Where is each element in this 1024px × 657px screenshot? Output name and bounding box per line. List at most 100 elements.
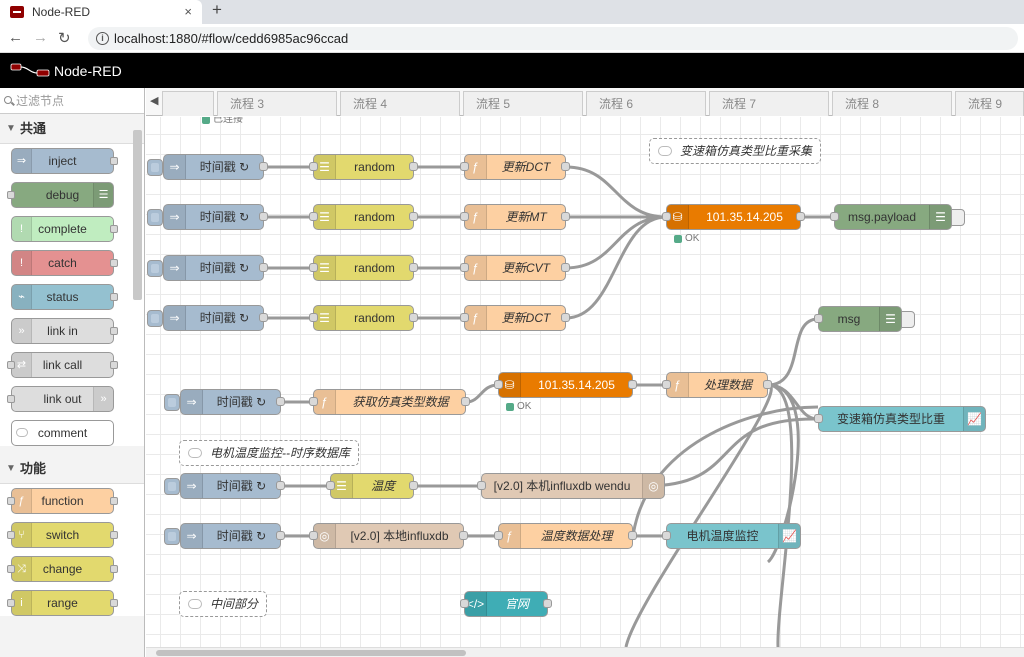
output-port[interactable] <box>276 481 285 490</box>
url-input[interactable]: i localhost:1880/#flow/cedd6985ac96ccad <box>88 27 1018 50</box>
output-port[interactable] <box>409 481 418 490</box>
output-port[interactable] <box>110 157 118 165</box>
new-tab-icon[interactable]: + <box>212 0 222 19</box>
input-port[interactable] <box>7 395 15 403</box>
comment-node[interactable]: 中间部分 <box>179 591 268 617</box>
input-port[interactable] <box>7 599 15 607</box>
ui-node-ui1[interactable]: 📈变速箱仿真类型比重 <box>814 406 986 432</box>
normal-node-db2[interactable]: ⛁101.35.14.205 <box>494 372 637 398</box>
back-icon[interactable]: ← <box>8 29 23 46</box>
tab-flow-4[interactable]: 流程 4 <box>340 91 460 116</box>
output-port[interactable] <box>259 212 268 221</box>
input-port[interactable] <box>460 313 469 322</box>
output-port[interactable] <box>628 380 637 389</box>
tab-flow-6[interactable]: 流程 6 <box>586 91 706 116</box>
input-port[interactable] <box>309 531 318 540</box>
reload-icon[interactable]: ↻ <box>58 30 71 47</box>
output-port[interactable] <box>561 313 570 322</box>
inject-trigger-button[interactable] <box>164 394 180 411</box>
output-port[interactable] <box>543 599 552 608</box>
normal-node-tpl1[interactable]: </>官网 <box>460 591 552 617</box>
normal-node-rnd3[interactable]: ☰random <box>309 255 418 281</box>
output-port[interactable] <box>628 531 637 540</box>
normal-node-rnd2[interactable]: ☰random <box>309 204 418 230</box>
inject-trigger-button[interactable] <box>147 159 163 176</box>
inject-node-inj5[interactable]: ⇒时间戳 ↻ <box>164 389 285 415</box>
input-port[interactable] <box>814 414 823 423</box>
workspace-hscrollbar[interactable] <box>146 647 1024 657</box>
output-port[interactable] <box>561 263 570 272</box>
input-port[interactable] <box>460 599 469 608</box>
inject-trigger-button[interactable] <box>147 209 163 226</box>
output-port[interactable] <box>796 212 805 221</box>
debug-node-dbg2[interactable]: ☰msg <box>814 306 915 332</box>
normal-node-db1[interactable]: ⛁101.35.14.205 <box>662 204 805 230</box>
palette-node[interactable]: ☰debug <box>7 182 114 208</box>
tab-flow-5[interactable]: 流程 5 <box>463 91 583 116</box>
input-port[interactable] <box>309 397 318 406</box>
info-icon[interactable]: i <box>96 32 109 45</box>
output-port[interactable] <box>561 162 570 171</box>
input-port[interactable] <box>326 481 335 490</box>
output-port[interactable] <box>561 212 570 221</box>
palette-node[interactable]: !catch <box>11 250 118 276</box>
inject-node-inj6[interactable]: ⇒时间戳 ↻ <box>164 473 285 499</box>
output-port[interactable] <box>763 380 772 389</box>
input-port[interactable] <box>7 565 15 573</box>
input-port[interactable] <box>830 212 839 221</box>
rightic-node-ifx1[interactable]: ◎[v2.0] 本机influxdb wendu <box>477 473 665 499</box>
input-port[interactable] <box>662 380 671 389</box>
output-port[interactable] <box>110 531 118 539</box>
palette-node[interactable]: ⇒inject <box>11 148 118 174</box>
palette-node[interactable]: !complete <box>11 216 118 242</box>
palette-node[interactable]: ⤨change <box>7 556 118 582</box>
inject-node-inj1[interactable]: ⇒时间戳 ↻ <box>147 154 268 180</box>
input-port[interactable] <box>460 212 469 221</box>
comment-node[interactable]: 电机温度监控--时序数据库 <box>179 440 359 466</box>
inject-trigger-button[interactable] <box>164 528 180 545</box>
input-port[interactable] <box>7 531 15 539</box>
debug-toggle-button[interactable] <box>951 209 965 226</box>
palette-scrollbar[interactable] <box>133 130 142 300</box>
input-port[interactable] <box>494 531 503 540</box>
output-port[interactable] <box>110 497 118 505</box>
tab-flow[interactable] <box>162 91 214 116</box>
palette-node[interactable]: comment <box>11 420 114 446</box>
inject-node-inj3[interactable]: ⇒时间戳 ↻ <box>147 255 268 281</box>
inject-node-inj4[interactable]: ⇒时间戳 ↻ <box>147 305 268 331</box>
output-port[interactable] <box>110 361 118 369</box>
browser-tab[interactable]: Node-RED × <box>0 0 202 24</box>
input-port[interactable] <box>477 481 486 490</box>
output-port[interactable] <box>259 263 268 272</box>
inject-node-inj7[interactable]: ⇒时间戳 ↻ <box>164 523 285 549</box>
palette-category-header[interactable]: ▼共通 <box>0 114 144 144</box>
input-port[interactable] <box>309 162 318 171</box>
inject-trigger-button[interactable] <box>147 310 163 327</box>
ui-node-ui2[interactable]: 📈电机温度监控 <box>662 523 801 549</box>
tab-flow-3[interactable]: 流程 3 <box>217 91 337 116</box>
comment-node[interactable]: 变速箱仿真类型比重采集 <box>649 138 822 164</box>
input-port[interactable] <box>814 314 823 323</box>
output-port[interactable] <box>409 313 418 322</box>
tab-flow-8[interactable]: 流程 8 <box>832 91 952 116</box>
output-port[interactable] <box>110 599 118 607</box>
input-port[interactable] <box>494 380 503 389</box>
normal-node-rnd4[interactable]: ☰random <box>309 305 418 331</box>
output-port[interactable] <box>409 263 418 272</box>
input-port[interactable] <box>460 162 469 171</box>
tab-flow-7[interactable]: 流程 7 <box>709 91 829 116</box>
palette-node[interactable]: »link in <box>11 318 118 344</box>
palette-node[interactable]: ⑂switch <box>7 522 118 548</box>
scroll-left-icon[interactable]: ◀ <box>150 95 159 107</box>
hscroll-thumb[interactable] <box>156 650 466 656</box>
output-port[interactable] <box>110 225 118 233</box>
output-port[interactable] <box>276 397 285 406</box>
palette-search-input[interactable]: 过滤节点 <box>0 88 144 114</box>
normal-node-ch1[interactable]: ☰温度 <box>326 473 418 499</box>
close-icon[interactable]: × <box>184 4 192 19</box>
